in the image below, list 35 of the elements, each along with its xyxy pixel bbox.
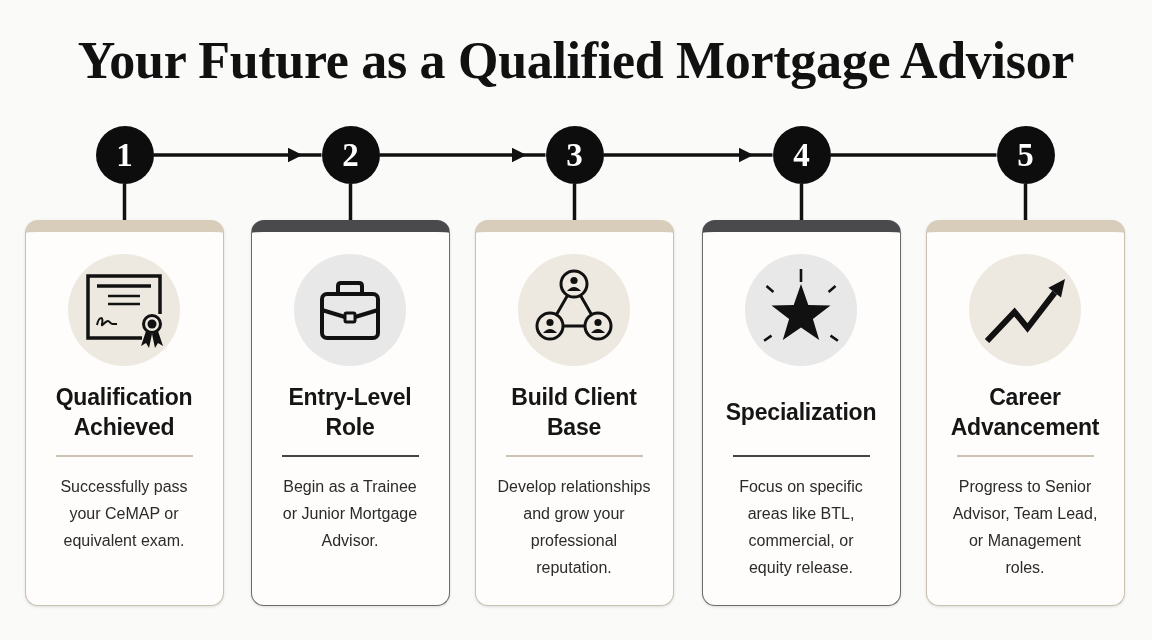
step-number: 3 (566, 137, 583, 173)
step-description: Successfully pass your CeMAP or equivalent exam. (59, 477, 189, 551)
number-circle (772, 126, 831, 184)
number-circle (996, 126, 1055, 184)
step-title: Career Advancement (949, 383, 1101, 442)
number-circle (545, 126, 604, 184)
step-title: Entry-Level Role (287, 383, 413, 442)
step-description: Begin as a Trainee or Junior Mortgage Advisor. (281, 477, 419, 551)
step-card (702, 220, 901, 606)
step-title: Build Client Base (510, 383, 638, 442)
number-circle (321, 126, 380, 184)
connector-line (122, 184, 127, 220)
step-description: Focus on specific areas like BTL, commercial, or equity release. (738, 477, 864, 578)
step-title: Specialization (725, 398, 877, 427)
step-card (475, 220, 674, 606)
step-number: 4 (793, 137, 810, 173)
arrow (153, 147, 322, 163)
connector-line (799, 184, 804, 220)
step-card (25, 220, 224, 606)
connector-line (1023, 184, 1028, 220)
arrow (603, 147, 773, 163)
connector-line (830, 153, 997, 157)
step-description: Develop relationships and grow your professional reputation. (496, 477, 652, 578)
number-circle (95, 126, 154, 184)
step-number: 2 (342, 137, 359, 173)
connector-line (572, 184, 577, 220)
step-number: 1 (116, 137, 133, 173)
step-description: Progress to Senior Advisor, Team Lead, or Management roles. (951, 477, 1099, 578)
step-title: Qualification Achieved (54, 383, 194, 442)
step-number: 5 (1017, 137, 1034, 173)
step-card (926, 220, 1125, 606)
connector-line (348, 184, 353, 220)
diagram-title: Your Future as a Qualified Mortgage Advisor (77, 31, 1075, 91)
step-card (251, 220, 450, 606)
arrow (379, 147, 546, 163)
